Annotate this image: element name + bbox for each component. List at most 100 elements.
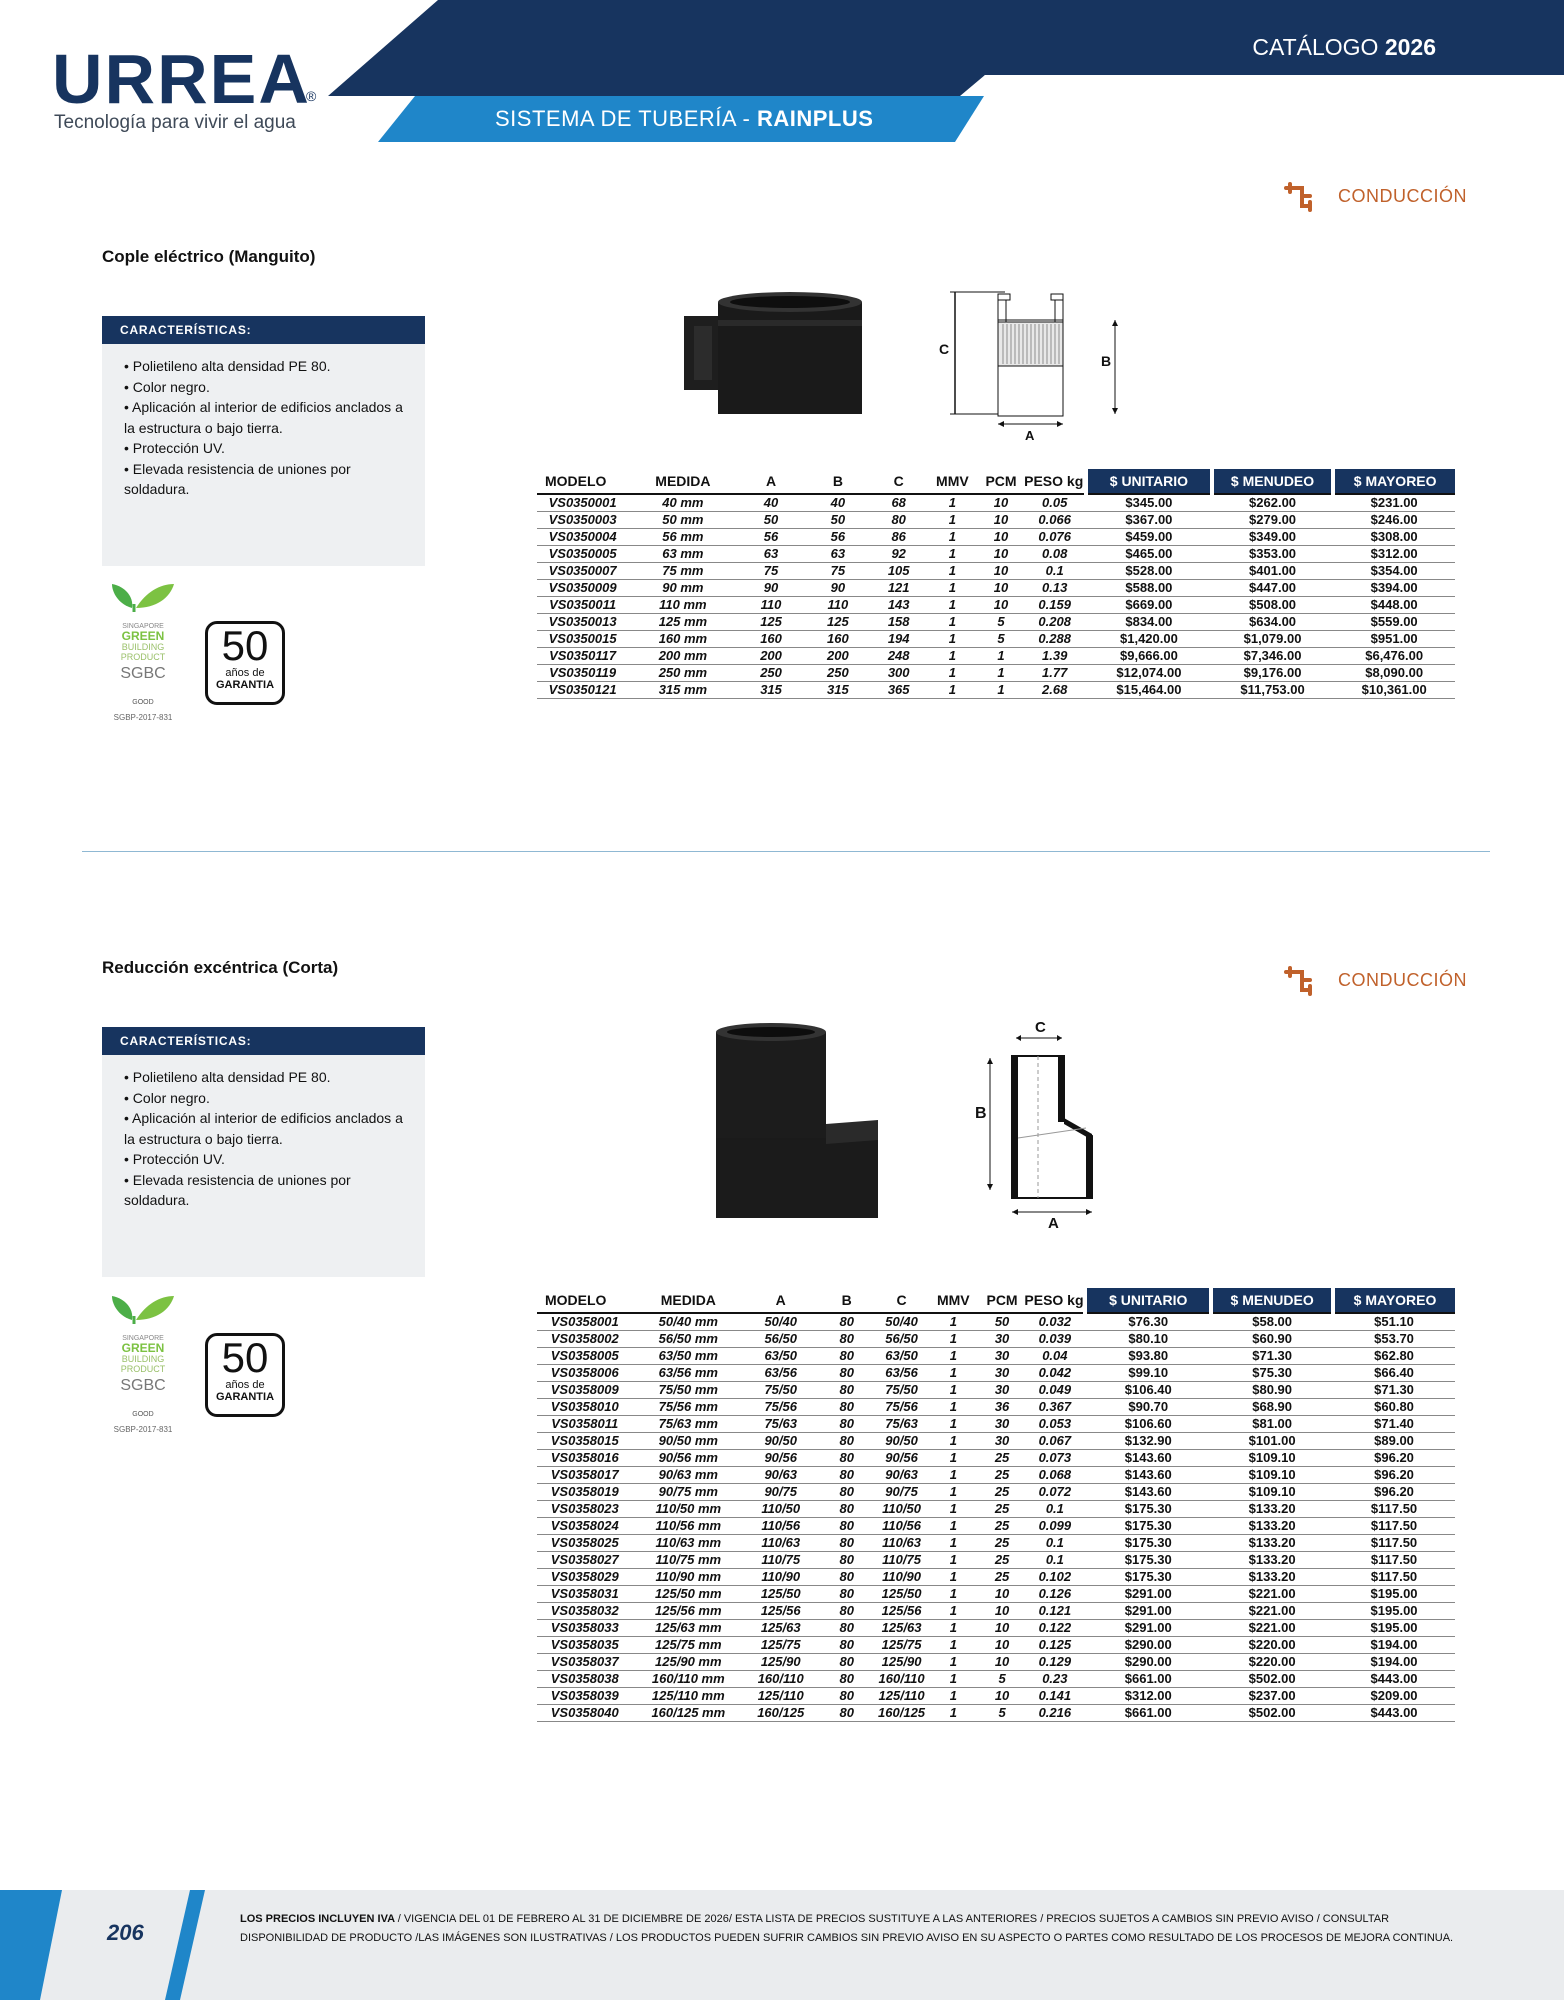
table-cell: VS0350004	[537, 528, 629, 546]
table-cell: 90/63 mm	[632, 1466, 745, 1484]
table-cell: $7,346.00	[1211, 647, 1334, 665]
table-cell: 0.1	[1023, 562, 1087, 580]
table-cell: VS0358033	[537, 1619, 633, 1637]
cert-text: BUILDING	[122, 642, 165, 652]
table-cell: 90/63	[744, 1466, 818, 1484]
feature-item: Color negro.	[124, 1088, 415, 1109]
table-cell: 90/56	[744, 1449, 818, 1467]
footer-disclaimer: LOS PRECIOS INCLUYEN IVA / VIGENCIA DEL …	[240, 1910, 1460, 1948]
table-cell: $80.10	[1085, 1330, 1212, 1348]
table-cell: VS0350009	[537, 579, 629, 597]
table-cell: 0.072	[1024, 1483, 1086, 1501]
coupler-dimension-diagram: C A B	[939, 291, 1118, 443]
table-cell: 1	[926, 1364, 980, 1382]
table-cell: 80	[817, 1466, 877, 1484]
table-cell: 160/110 mm	[632, 1670, 745, 1688]
table-cell: 80	[817, 1619, 877, 1637]
table-cell: 160/110	[876, 1670, 927, 1688]
table-cell: $237.00	[1211, 1687, 1334, 1705]
table-cell: 92	[871, 545, 927, 563]
table-cell: $290.00	[1085, 1653, 1212, 1671]
badge-label: CONDUCCIÓN	[1338, 186, 1467, 206]
reducer-dimension-diagram: C B A	[975, 1019, 1093, 1232]
table-cell: 80	[817, 1585, 877, 1603]
table-cell: 63 mm	[628, 545, 738, 563]
table-cell: 1	[926, 1602, 980, 1620]
table-cell: 1	[926, 1568, 980, 1586]
table-cell: 80	[817, 1449, 877, 1467]
table-cell: 80	[817, 1534, 877, 1552]
dim-label-a: A	[1048, 1215, 1059, 1232]
page-number: 206	[107, 1920, 144, 1945]
system-label: SISTEMA DE TUBERÍA - RAINPLUS	[495, 106, 873, 132]
table-cell: 25	[979, 1483, 1025, 1501]
table-cell: 160	[804, 630, 872, 648]
table-cell: 125	[737, 613, 805, 631]
table-cell: $143.60	[1085, 1466, 1212, 1484]
reducer-product-image	[716, 1023, 878, 1218]
table-cell: 63/56	[876, 1364, 927, 1382]
table-cell: $96.20	[1333, 1466, 1455, 1484]
table-cell: $133.20	[1211, 1500, 1334, 1518]
table-cell: 125/63	[876, 1619, 927, 1637]
table-cell: $117.50	[1333, 1517, 1455, 1535]
table-cell: $133.20	[1211, 1551, 1334, 1569]
table-cell: $345.00	[1086, 494, 1212, 512]
table-cell: VS0358023	[537, 1500, 633, 1518]
table-cell: 1	[926, 1704, 980, 1722]
table-cell: 0.13	[1023, 579, 1087, 597]
conduccion-badge: CONDUCCIÓN	[1284, 966, 1467, 996]
table-cell: $133.20	[1211, 1517, 1334, 1535]
table-cell: 1	[926, 1534, 980, 1552]
table-cell: 110/75	[876, 1551, 927, 1569]
table-cell: $401.00	[1211, 562, 1334, 580]
table-cell: 0.122	[1024, 1619, 1086, 1637]
table-cell: $220.00	[1211, 1653, 1334, 1671]
table-cell: 0.129	[1024, 1653, 1086, 1671]
table-cell: 160/125	[876, 1704, 927, 1722]
table-cell: 1	[926, 1449, 980, 1467]
table-cell: $53.70	[1333, 1330, 1455, 1348]
cert-text: GREEN	[122, 629, 165, 643]
table-cell: VS0358025	[537, 1534, 633, 1552]
table-cell: 200	[804, 647, 872, 665]
dim-label-c: C	[939, 341, 949, 357]
table-cell: $195.00	[1333, 1585, 1455, 1603]
table-cell: 1	[926, 1330, 980, 1348]
table-cell: 80	[871, 511, 927, 529]
dim-label-b: B	[975, 1105, 987, 1122]
table-cell: 80	[817, 1636, 877, 1654]
table-cell: 63/50 mm	[632, 1347, 745, 1365]
cert-text: SINGAPORE	[122, 1335, 164, 1342]
table-cell: VS0358017	[537, 1466, 633, 1484]
table-cell: 0.05	[1023, 494, 1087, 512]
table-cell: $8,090.00	[1333, 664, 1455, 682]
feature-item: Elevada resistencia de uniones por solda…	[124, 459, 415, 500]
green-building-cert-logo: SINGAPORE GREEN BUILDING PRODUCT SGBC GO…	[112, 1296, 174, 1434]
table-cell: 75/56	[876, 1398, 927, 1416]
footer-body: / VIGENCIA DEL 01 DE FEBRERO AL 31 DE DI…	[240, 1913, 1454, 1944]
table-cell: 75/63	[744, 1415, 818, 1433]
table-cell: 5	[979, 1670, 1025, 1688]
features-box: CARACTERÍSTICAS: Polietileno alta densid…	[102, 316, 425, 566]
conduccion-icon	[1284, 966, 1312, 996]
table-cell: $291.00	[1085, 1602, 1212, 1620]
table-cell: 194	[871, 630, 927, 648]
table-cell: 90 mm	[628, 579, 738, 597]
table-cell: $117.50	[1333, 1551, 1455, 1569]
table-cell: 80	[817, 1568, 877, 1586]
table-cell: 125/90	[744, 1653, 818, 1671]
table-cell: 90/56	[876, 1449, 927, 1467]
table-cell: VS0358006	[537, 1364, 633, 1382]
table-cell: 63/50	[744, 1347, 818, 1365]
